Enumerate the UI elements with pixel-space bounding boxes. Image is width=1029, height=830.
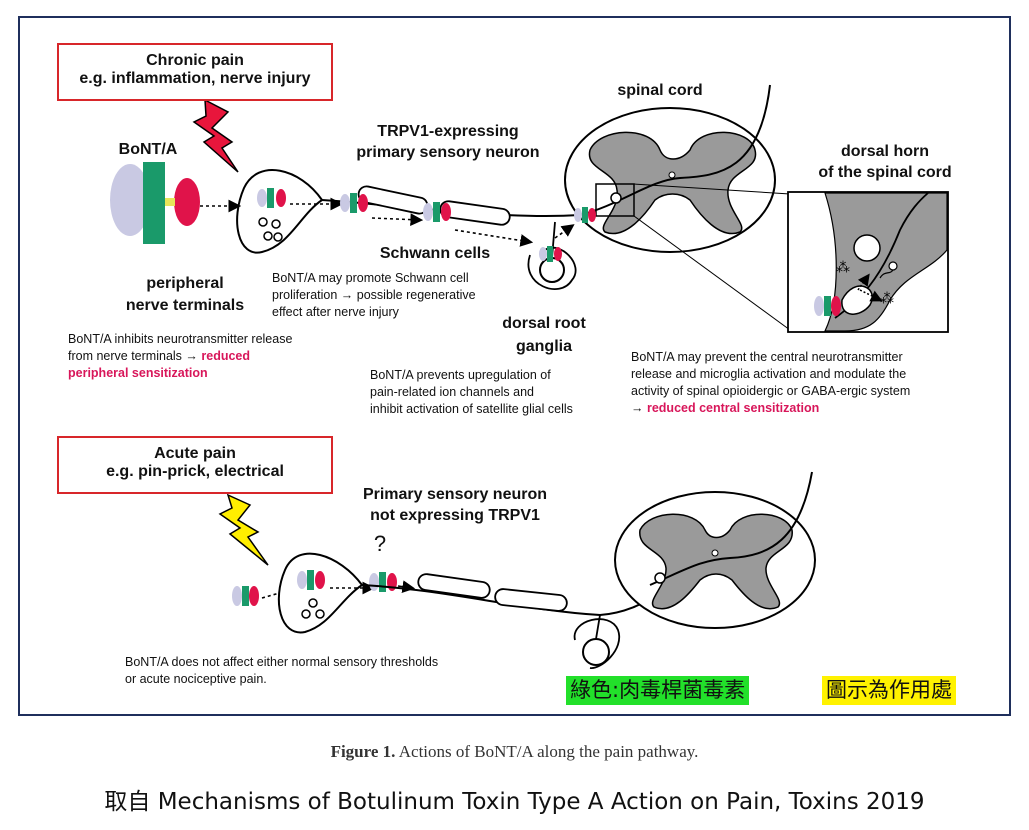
peripheral-line2: nerve terminals	[125, 297, 245, 314]
dorsal-horn-label: dorsal horn of the spinal cord	[800, 141, 970, 183]
trpv1-label-line2: primary sensory neuron	[356, 144, 540, 161]
gray-matter-butterfly	[588, 131, 757, 235]
acute-drg-neuron	[582, 638, 610, 666]
source-line: 取自 Mechanisms of Botulinum Toxin Type A …	[104, 789, 925, 815]
spinal-cord-label: spinal cord	[617, 82, 703, 99]
peripheral-terminal-cell	[236, 169, 324, 254]
schwann-note-line2: proliferation → possible regenerative	[272, 288, 476, 302]
lightning-bolt-red-icon	[192, 98, 239, 173]
schwann-note-line1: BoNT/A may promote Schwann cell	[272, 271, 469, 285]
question-mark: ?	[373, 531, 387, 556]
drg-line1: dorsal root	[502, 315, 586, 332]
bonta-green-large	[143, 162, 165, 244]
bonta-green-small	[267, 188, 274, 208]
caption-text: Actions of BoNT/A along the pain pathway…	[395, 742, 699, 761]
non-trpv1-neuron-label: Primary sensory neuron not expressing TR…	[340, 484, 570, 526]
acute-note-line1: BoNT/A does not affect either normal sen…	[125, 655, 439, 669]
central-note: BoNT/A may prevent the central neurotran…	[631, 349, 971, 417]
acute-pain-box: Acute pain e.g. pin-prick, electrical	[57, 436, 333, 494]
bonta-linker	[165, 198, 175, 206]
svg-text:⁂: ⁂	[836, 260, 850, 276]
drg-label: dorsal root ganglia	[484, 312, 604, 358]
central-note-line1: BoNT/A may prevent the central neurotran…	[631, 350, 903, 364]
drg-note: BoNT/A prevents upregulation of pain-rel…	[370, 367, 650, 418]
peripheral-terminals-label: peripheral nerve terminals	[100, 273, 270, 317]
non-trpv1-line1: Primary sensory neuron	[362, 486, 548, 503]
peripheral-note-line1: BoNT/A inhibits neurotransmitter release	[68, 332, 293, 346]
chronic-pain-title: Chronic pain	[146, 52, 244, 69]
trpv1-label-line1: TRPV1-expressing	[377, 123, 519, 140]
schwann-cells-label: Schwann cells	[379, 245, 491, 262]
figure-caption: Figure 1. Actions of BoNT/A along the pa…	[0, 742, 1029, 762]
peripheral-note-highlight2: peripheral sensitization	[68, 366, 208, 380]
acute-note-line2: or acute nociceptive pain.	[125, 672, 267, 686]
peripheral-note-line2: from nerve terminals →	[68, 349, 202, 363]
central-note-line3: activity of spinal opioidergic or GABA-e…	[631, 384, 911, 398]
dorsal-horn-line1: dorsal horn	[840, 143, 929, 160]
drg-note-line1: BoNT/A prevents upregulation of	[370, 368, 551, 382]
chronic-pain-examples: e.g. inflammation, nerve injury	[79, 70, 311, 87]
drg-note-line2: pain-related ion channels and	[370, 385, 535, 399]
schwann-note-line3: effect after nerve injury	[272, 305, 399, 319]
dorsal-horn-line2: of the spinal cord	[818, 164, 952, 181]
central-note-arrow: →	[631, 401, 647, 415]
drg-line2: ganglia	[515, 338, 572, 355]
caption-figure-number: Figure 1.	[330, 742, 396, 761]
acute-terminal-cell	[277, 552, 364, 634]
schwann-note: BoNT/A may promote Schwann cell prolifer…	[272, 270, 532, 321]
non-trpv1-line2: not expressing TRPV1	[370, 507, 540, 524]
green-legend-tag: 綠色:肉毒桿菌毒素	[566, 676, 750, 705]
peripheral-note: BoNT/A inhibits neurotransmitter release…	[68, 331, 358, 382]
central-note-line2: release and microglia activation and mod…	[631, 367, 907, 381]
figure-frame	[18, 16, 1011, 716]
drg-note-line3: inhibit activation of satellite glial ce…	[370, 402, 573, 416]
lightning-bolt-yellow-icon	[218, 493, 269, 566]
bonta-label: BoNT/A	[118, 141, 178, 158]
vesicle-red-large	[174, 178, 200, 226]
trpv1-neuron-label: TRPV1-expressing primary sensory neuron	[338, 121, 558, 163]
receptor-large	[110, 164, 150, 236]
central-note-highlight: reduced central sensitization	[646, 401, 820, 415]
receptor-small	[257, 189, 267, 207]
chronic-pain-box: Chronic pain e.g. inflammation, nerve in…	[57, 43, 333, 101]
acute-note: BoNT/A does not affect either normal sen…	[125, 654, 525, 688]
svg-text:⁂: ⁂	[880, 291, 894, 307]
peripheral-note-highlight1: reduced	[201, 349, 251, 363]
acute-pain-title: Acute pain	[154, 445, 236, 462]
yellow-legend-tag: 圖示為作用處	[822, 676, 956, 705]
peripheral-line1: peripheral	[146, 275, 224, 292]
vesicle-red-small	[276, 189, 286, 207]
acute-pain-examples: e.g. pin-prick, electrical	[106, 463, 284, 480]
